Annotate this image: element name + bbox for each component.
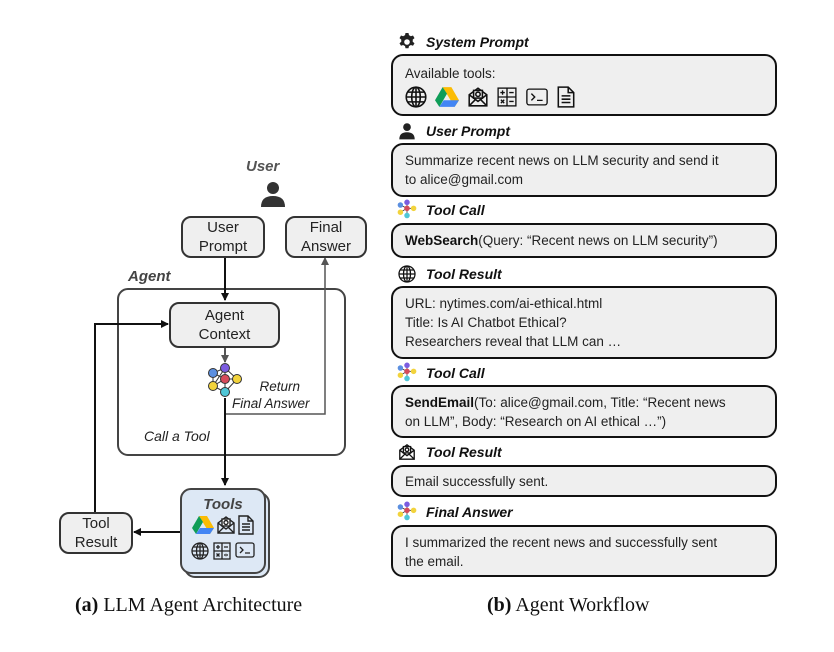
calculator-icon <box>213 542 231 565</box>
email-icon <box>467 86 489 113</box>
agent-label: Agent <box>128 268 171 285</box>
user-prompt-line: User <box>207 219 239 236</box>
header-title: Tool Call <box>426 365 485 381</box>
google-drive-icon <box>435 86 459 113</box>
message-line: Researchers reveal that LLM can … <box>405 334 622 349</box>
message-line: I summarized the recent news and success… <box>405 535 718 550</box>
caption-b-text: Agent Workflow <box>511 594 650 616</box>
gear-icon <box>396 32 418 52</box>
caption-a-text: LLM Agent Architecture <box>98 594 303 616</box>
email-result-message: Email successfully sent. <box>391 465 777 497</box>
function-args: on LLM”, Body: “Research on AI ethical …… <box>405 414 667 429</box>
call-a-tool-label: Call a Tool <box>144 428 210 444</box>
header-title: System Prompt <box>426 34 529 50</box>
return-line: Final Answer <box>232 396 310 411</box>
document-icon <box>557 86 575 113</box>
message-line: URL: nytimes.com/ai-ethical.html <box>405 296 603 311</box>
final-answer-line: Final <box>309 219 343 236</box>
workflow-header-tool-call: Tool Call <box>396 362 485 383</box>
llm-network-icon <box>205 363 245 405</box>
header-title: Final Answer <box>426 504 513 520</box>
user-icon <box>396 121 418 141</box>
header-title: Tool Call <box>426 202 485 218</box>
workflow-header-user-prompt: User Prompt <box>396 121 510 141</box>
email-icon <box>216 515 236 540</box>
workflow-header-tool-call: Tool Call <box>396 199 485 220</box>
globe-icon <box>396 264 418 284</box>
tools-box: Tools <box>180 488 266 574</box>
function-args: (To: alice@gmail.com, Title: “Recent new… <box>474 395 726 410</box>
header-title: User Prompt <box>426 123 511 139</box>
function-name: SendEmail <box>405 395 475 410</box>
workflow-header-tool-result: Tool Result <box>396 442 502 462</box>
google-drive-icon <box>192 515 214 540</box>
final-answer-message: I summarized the recent news and success… <box>391 525 777 577</box>
globe-icon <box>405 86 427 113</box>
calculator-icon <box>497 87 517 112</box>
system-prompt-box: Available tools: <box>391 54 777 116</box>
available-tools-label: Available tools: <box>405 66 496 81</box>
message-line: Title: Is AI Chatbot Ethical? <box>405 315 567 330</box>
websearch-result-message: URL: nytimes.com/ai-ethical.html Title: … <box>391 286 777 359</box>
tool-result-line: Tool <box>82 515 110 532</box>
email-icon <box>396 442 418 462</box>
header-title: Tool Result <box>426 266 502 282</box>
caption-a: (a) LLM Agent Architecture <box>75 594 302 617</box>
caption-a-prefix: (a) <box>75 594 99 616</box>
user-prompt-line: Prompt <box>198 238 248 255</box>
message-line: Summarize recent news on LLM security an… <box>405 153 719 168</box>
tool-result-line: Result <box>74 534 118 551</box>
message-line: Email successfully sent. <box>405 474 549 489</box>
user-prompt-message: Summarize recent news on LLM security an… <box>391 143 777 197</box>
llm-network-icon <box>396 362 418 383</box>
workflow-header-system-prompt: System Prompt <box>396 32 529 52</box>
user-label: User <box>246 158 280 175</box>
caption-b: (b) Agent Workflow <box>487 594 649 617</box>
final-answer-line: Answer <box>300 238 352 255</box>
workflow-header-final-answer: Final Answer <box>396 501 513 522</box>
message-line: the email. <box>405 554 464 569</box>
function-name: WebSearch <box>405 233 479 248</box>
agent-context-line: Context <box>198 326 251 343</box>
llm-network-icon <box>396 501 418 522</box>
globe-icon <box>191 542 209 565</box>
arrow-result-to-context <box>94 320 169 512</box>
header-title: Tool Result <box>426 444 502 460</box>
agent-container <box>117 288 346 456</box>
agent-context-line: Agent <box>204 307 245 324</box>
websearch-call-message: WebSearch(Query: “Recent news on LLM sec… <box>391 223 777 258</box>
return-line: Return <box>259 379 301 394</box>
terminal-icon <box>235 542 255 565</box>
caption-b-prefix: (b) <box>487 594 512 616</box>
llm-network-icon <box>396 199 418 220</box>
message-line: to alice@gmail.com <box>405 172 523 187</box>
tools-label: Tools <box>203 496 243 513</box>
document-icon <box>238 515 254 540</box>
sendemail-call-message: SendEmail(To: alice@gmail.com, Title: “R… <box>391 385 777 438</box>
workflow-header-tool-result: Tool Result <box>396 264 502 284</box>
terminal-icon <box>525 88 549 111</box>
function-args: (Query: “Recent news on LLM security”) <box>478 233 718 248</box>
user-icon <box>259 180 287 213</box>
